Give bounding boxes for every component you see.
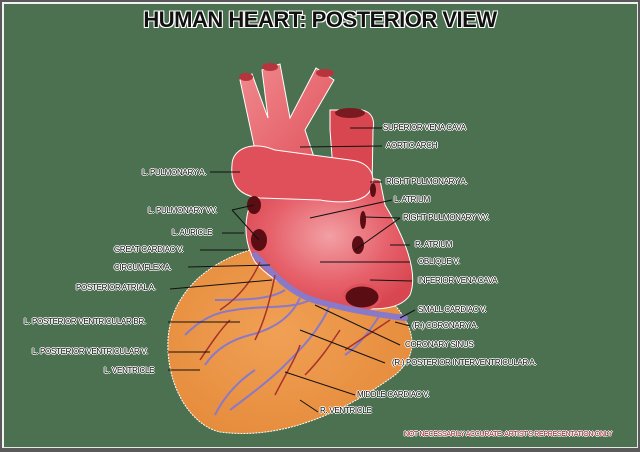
label-l-pulmonary-a: L. PULMONARY A. [142,168,207,177]
inferior-vena-cava-opening [342,283,382,311]
label-great-cardiac-v: GREAT CARDIAC V. [114,245,184,254]
label-inferior-vena-cava: INFERIOR VENA CAVA [418,276,498,285]
label-l-atrium: L. ATRIUM [394,195,430,204]
coronary-arteries [199,261,391,396]
label-l-ventricle: L. VENTRICLE [104,366,155,375]
label-circumflex-a: CIRCUMFLEX A. [114,263,172,272]
leader-lines [168,127,416,413]
label-small-cardiac-v: SMALL CARDIAC V. [418,305,487,314]
label-l-posterior-ventricular-br: L. POSTERIOR VENTRICULAR BR. [24,317,146,326]
label-l-posterior-ventricular-v: L. POSTERIOR VENTRICULAR V. [32,347,148,356]
label-superior-vena-cava: SUPERIOR VENA CAVA [383,123,466,132]
label-r-ventricle: R. VENTRICLE [320,406,372,415]
coronary-sinus-shape [252,252,408,321]
label-r-coronary-a: (R.) CORONARY A. [412,321,479,330]
diagram-title: HUMAN HEART: POSTERIOR VIEW [143,7,497,32]
label-l-auricle: L. AURICLE [172,228,213,237]
label-coronary-sinus: CORONARY SINUS [405,340,474,349]
label-l-pulmonary-vv: L. PULMONARY VV. [148,206,217,215]
label-middle-cardiac-v: MIDDLE CARDIAC V. [357,390,430,399]
label-right-pulmonary-vv: RIGHT PULMONARY VV. [403,213,490,222]
label-oblique-v: OBLIQUE V. [418,257,460,266]
label-posterior-atrial-a: POSTERIOR ATRIAL A. [76,283,156,292]
label-r-atrium: R. ATRIUM [415,240,453,249]
cardiac-veins [184,289,381,416]
label-r-posterior-interventricular-a: (R.) POSTERIOR INTERVENTRICULAR A. [392,358,537,367]
label-right-pulmonary-a: RIGHT PULMONARY A. [386,177,468,186]
label-aortic-arch: AORTIC ARCH [386,141,438,150]
disclaimer-footer: NOT NECESSARILY ACCURATE: ARTIST'S REPRE… [404,431,613,438]
